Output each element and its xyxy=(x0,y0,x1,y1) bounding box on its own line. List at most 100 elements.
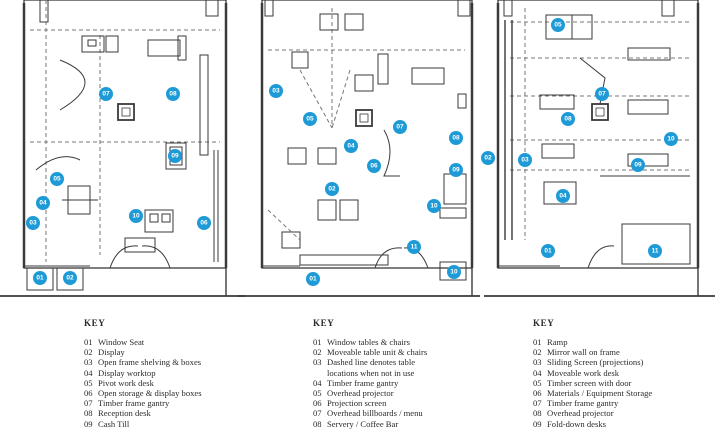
svg-text:10: 10 xyxy=(450,269,458,276)
marker: 08 xyxy=(449,131,463,145)
key-label: Open storage & display boxes xyxy=(98,388,202,399)
key-num: 05 xyxy=(313,388,322,399)
svg-text:01: 01 xyxy=(309,276,317,283)
key-title: KEY xyxy=(533,318,555,328)
floor-plans: 01 02 03 04 05 07 08 09 10 06 03 05 04 0… xyxy=(0,0,715,297)
key-label: Display xyxy=(98,347,125,358)
svg-text:08: 08 xyxy=(169,91,177,98)
key-num xyxy=(313,368,327,378)
floor-plan-3 xyxy=(484,0,715,297)
key-label: Timber frame gantry xyxy=(327,377,399,388)
key-item: 02 Display xyxy=(84,347,274,357)
key-label: locations when not in use xyxy=(327,367,415,378)
key-label: Pivot work desk xyxy=(98,377,154,388)
key-num: 02 xyxy=(84,347,93,358)
marker: 04 xyxy=(36,196,50,210)
svg-text:08: 08 xyxy=(564,116,572,123)
marker: 04 xyxy=(344,139,358,153)
svg-text:03: 03 xyxy=(521,157,529,164)
svg-text:05: 05 xyxy=(306,116,314,123)
svg-text:02: 02 xyxy=(66,275,74,282)
key-label: Cash Till xyxy=(98,418,130,429)
key-num: 02 xyxy=(313,347,322,358)
key-label: Timber frame gantry xyxy=(98,398,170,409)
key-item: 06 Materials / Equipment Storage xyxy=(533,388,715,398)
marker: 06 xyxy=(367,159,381,173)
svg-text:01: 01 xyxy=(544,248,552,255)
marker: 05 xyxy=(50,172,64,186)
key-item: 04 Moveable work desk xyxy=(533,368,715,378)
key-label: Dashed line denotes table xyxy=(327,357,416,368)
marker: 06 xyxy=(197,216,211,230)
floor-plan-1 xyxy=(0,0,245,297)
marker: 01 xyxy=(541,244,555,258)
svg-text:02: 02 xyxy=(328,186,336,193)
marker: 04 xyxy=(556,189,570,203)
key-num: 04 xyxy=(533,367,542,378)
key-label: Reception desk xyxy=(98,408,151,419)
marker-layer: 01 02 03 04 05 07 08 09 10 06 03 05 04 0… xyxy=(26,18,678,286)
key-title: KEY xyxy=(313,318,335,328)
svg-text:10: 10 xyxy=(667,136,675,143)
key-num: 02 xyxy=(533,347,542,358)
key-label: Materials / Equipment Storage xyxy=(547,388,653,399)
key-num: 06 xyxy=(313,398,322,409)
key-item: 03 Dashed line denotes table xyxy=(313,357,503,367)
key-label: Moveable work desk xyxy=(547,367,620,378)
key-title: KEY xyxy=(84,318,106,328)
marker: 09 xyxy=(449,163,463,177)
marker: 02 xyxy=(481,151,495,165)
key-item: 05 Overhead projector xyxy=(313,388,503,398)
key-num: 01 xyxy=(313,337,322,347)
key-item: locations when not in use xyxy=(313,368,503,378)
key-num: 05 xyxy=(84,377,93,388)
key-label: Fold-down desks xyxy=(547,418,606,429)
key-label: Overhead projector xyxy=(327,388,394,399)
floor-plan-2 xyxy=(238,0,480,297)
key-label: Servery / Coffee Bar xyxy=(327,418,399,429)
key-num: 01 xyxy=(84,337,93,347)
svg-text:04: 04 xyxy=(559,193,567,200)
marker: 01 xyxy=(33,271,47,285)
key-num: 05 xyxy=(533,377,542,388)
key-label: Moveable table unit & chairs xyxy=(327,347,428,358)
marker: 11 xyxy=(648,244,662,258)
key-label: Projection screen xyxy=(327,398,387,409)
marker: 10 xyxy=(664,132,678,146)
key-num: 06 xyxy=(533,388,542,399)
marker: 07 xyxy=(595,87,609,101)
svg-text:04: 04 xyxy=(39,200,47,207)
svg-text:06: 06 xyxy=(200,220,208,227)
svg-text:08: 08 xyxy=(452,135,460,142)
key-item: 02 Moveable table unit & chairs xyxy=(313,347,503,357)
svg-text:07: 07 xyxy=(102,91,110,98)
svg-text:02: 02 xyxy=(484,155,492,162)
svg-text:07: 07 xyxy=(598,91,606,98)
key-num: 03 xyxy=(313,357,322,368)
key-num: 07 xyxy=(313,408,322,419)
marker: 03 xyxy=(518,153,532,167)
key-num: 07 xyxy=(533,398,542,409)
key-label: Sliding Screen (projections) xyxy=(547,357,644,368)
key-item: 05 Pivot work desk xyxy=(84,378,274,388)
marker: 02 xyxy=(63,271,77,285)
marker: 08 xyxy=(561,112,575,126)
svg-text:06: 06 xyxy=(370,163,378,170)
key-num: 04 xyxy=(313,377,322,388)
key-num: 08 xyxy=(533,408,542,419)
